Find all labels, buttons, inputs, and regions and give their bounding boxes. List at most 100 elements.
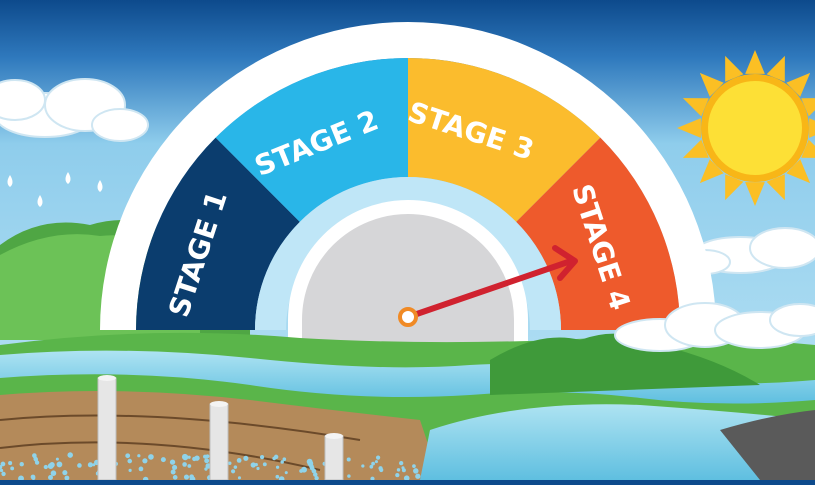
gravel-dot bbox=[43, 464, 48, 470]
gravel-dot bbox=[284, 471, 288, 475]
gravel-dot bbox=[137, 454, 141, 458]
gravel-dot bbox=[301, 466, 308, 473]
gravel-dot bbox=[375, 455, 381, 460]
sun-ray bbox=[699, 159, 724, 184]
gravel-dot bbox=[250, 462, 256, 468]
sun-ray bbox=[725, 55, 744, 82]
sun-ray bbox=[766, 174, 785, 201]
gravel-dot bbox=[8, 461, 13, 466]
gravel-dot bbox=[0, 461, 6, 467]
gravel-dot bbox=[55, 457, 59, 461]
gravel-dot bbox=[282, 457, 287, 462]
sun-ray bbox=[801, 139, 815, 158]
sun-ray bbox=[786, 159, 811, 184]
gravel-dot bbox=[170, 469, 176, 475]
sun-ray bbox=[745, 50, 765, 74]
gravel-dot bbox=[172, 464, 178, 470]
gravel-dot bbox=[49, 462, 55, 468]
gravel-dot bbox=[125, 453, 131, 459]
gravel-dot bbox=[371, 461, 375, 466]
gravel-dot bbox=[414, 469, 418, 474]
gravel-dot bbox=[1, 471, 6, 477]
gravel-dot bbox=[10, 466, 15, 471]
gravel-dot bbox=[347, 474, 351, 478]
gravel-dot bbox=[127, 458, 133, 464]
gravel-dot bbox=[256, 466, 260, 471]
gravel-dot bbox=[181, 453, 188, 460]
well-pipe-icon bbox=[324, 433, 344, 481]
gravel-dot bbox=[142, 458, 148, 464]
gravel-dot bbox=[309, 465, 315, 471]
rain-icon bbox=[7, 172, 103, 207]
gravel-dot bbox=[280, 460, 284, 464]
sun-ray bbox=[745, 182, 765, 206]
lake bbox=[420, 404, 815, 480]
gravel-dot bbox=[395, 472, 400, 478]
gravel-dot bbox=[228, 461, 232, 465]
gravel-dot bbox=[192, 456, 197, 462]
soil-line-2 bbox=[0, 441, 321, 471]
sun-ray bbox=[677, 118, 701, 138]
sun-ray bbox=[725, 174, 744, 201]
gravel-dot bbox=[237, 476, 241, 480]
gauge-needle-hub bbox=[398, 307, 418, 327]
soil-line-1 bbox=[0, 414, 361, 441]
gravel-dot bbox=[379, 467, 384, 473]
gravel-dot bbox=[34, 460, 40, 465]
gravel-dot bbox=[399, 460, 404, 466]
sun-ray bbox=[809, 118, 815, 138]
gravel-dot bbox=[31, 476, 36, 481]
gravel-dot bbox=[64, 475, 70, 481]
right-hill bbox=[490, 333, 760, 395]
gravel-dot bbox=[369, 464, 374, 469]
gravel-dot bbox=[0, 464, 3, 470]
gravel-dot bbox=[0, 468, 4, 473]
gravel-dot bbox=[275, 474, 280, 479]
sun-ray bbox=[801, 98, 815, 117]
gravel-dot bbox=[272, 456, 277, 461]
gravel-dot bbox=[275, 465, 280, 469]
gravel-dot bbox=[396, 468, 401, 472]
gravel-dot bbox=[48, 474, 54, 480]
gravel-dot bbox=[236, 458, 242, 463]
gravel-dot bbox=[262, 462, 267, 467]
sun-icon bbox=[677, 50, 815, 206]
gravel-dot bbox=[182, 462, 187, 467]
gravel-dot bbox=[187, 464, 192, 468]
gravel-dot bbox=[138, 466, 144, 472]
stage-1-segment bbox=[136, 137, 300, 330]
gravel-dot bbox=[187, 455, 191, 459]
gravel-dot bbox=[314, 475, 319, 481]
gravel-dot bbox=[254, 462, 258, 467]
gravel-dot bbox=[19, 462, 24, 467]
stage-3-segment bbox=[408, 58, 601, 222]
gravel-dot bbox=[243, 455, 249, 461]
gravel-dot bbox=[313, 472, 318, 477]
gravel-dot bbox=[172, 475, 178, 480]
sun-ray bbox=[766, 55, 785, 82]
gravel-dot bbox=[148, 454, 154, 460]
gravel-dot bbox=[203, 454, 208, 459]
gravel-dot bbox=[412, 464, 416, 468]
gravel-dot bbox=[128, 468, 132, 472]
sun-ray bbox=[699, 72, 724, 97]
gravel-dot bbox=[50, 470, 57, 476]
cloud-icon bbox=[0, 78, 149, 142]
gravel-dot bbox=[77, 463, 82, 468]
sun-ray bbox=[682, 139, 709, 158]
cloud-icon bbox=[614, 302, 815, 352]
stage-4-segment bbox=[516, 137, 680, 330]
well-pipe-icon bbox=[97, 375, 117, 481]
gauge-inner-band bbox=[255, 177, 561, 330]
gravel-dot bbox=[67, 452, 73, 458]
gravel-dot bbox=[401, 468, 406, 473]
sun-ray bbox=[786, 72, 811, 97]
gravel-dot bbox=[169, 459, 176, 465]
gravel-dot bbox=[374, 460, 378, 464]
well-pipe-icon bbox=[209, 401, 229, 481]
stage-segments bbox=[136, 58, 680, 330]
gravel-dot bbox=[160, 457, 166, 463]
gravel-dot bbox=[230, 469, 236, 474]
gravel-dot bbox=[259, 455, 265, 460]
